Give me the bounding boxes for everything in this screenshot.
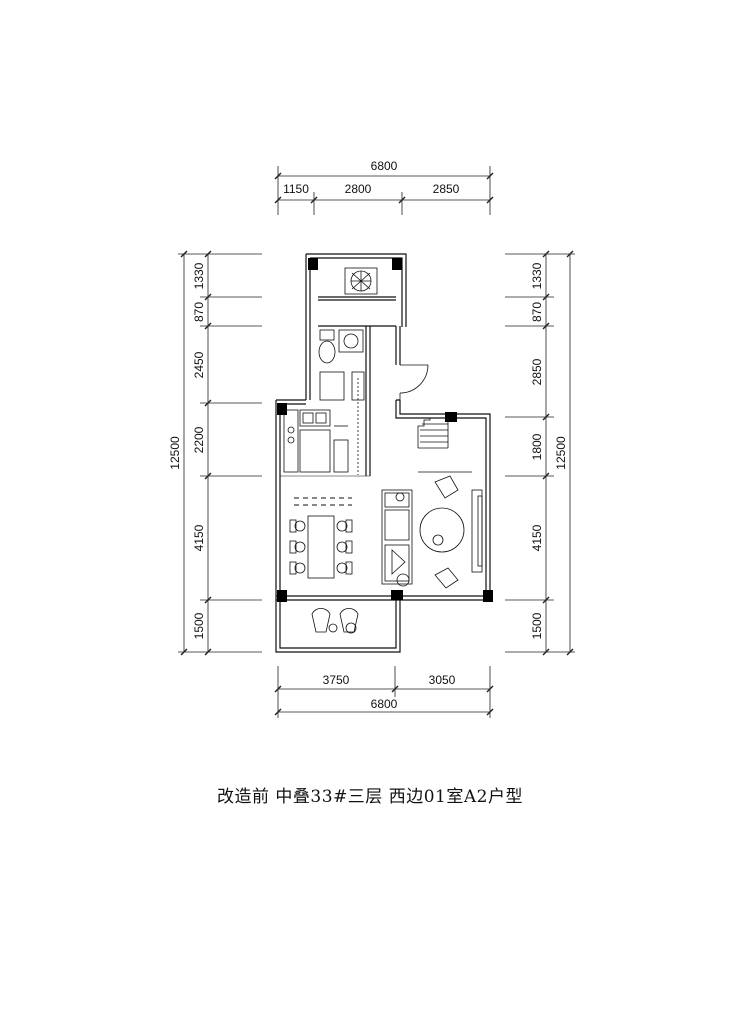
- dim-left-2: 870: [192, 302, 206, 322]
- dim-top-2: 2800: [345, 182, 372, 196]
- dim-right-4: 1800: [530, 433, 544, 460]
- bathroom-fixtures: [318, 329, 365, 475]
- dim-right-2: 870: [530, 302, 544, 322]
- dim-bottom-total: 6800: [371, 697, 398, 711]
- dim-bottom-1: 3750: [323, 673, 350, 687]
- dim-left-6: 1500: [192, 612, 206, 639]
- dim-right-6: 1500: [530, 612, 544, 639]
- living-room-furniture: [381, 471, 483, 589]
- dim-top-3: 2850: [433, 182, 460, 196]
- dim-bottom-2: 3050: [429, 673, 456, 687]
- entry-door-icon: [399, 364, 429, 400]
- dim-right-5: 4150: [530, 524, 544, 551]
- dim-left-4: 2200: [192, 426, 206, 453]
- dim-right-1: 1330: [530, 262, 544, 289]
- dim-right-3: 2850: [530, 358, 544, 385]
- dining-table: [289, 515, 353, 579]
- dim-left-total: 12500: [168, 436, 182, 470]
- left-dimension-lines: [178, 250, 262, 656]
- dim-left-3: 2450: [192, 351, 206, 378]
- top-dimension-lines: [274, 166, 494, 215]
- air-conditioner-icon: [344, 267, 378, 295]
- dim-left-1: 1330: [192, 262, 206, 289]
- dim-top-total: 6800: [371, 159, 398, 173]
- dim-right-total: 12500: [554, 436, 568, 470]
- right-dimension-lines: [505, 250, 575, 656]
- plan-caption: 改造前 中叠33#三层 西边01室A2户型: [217, 787, 523, 807]
- balcony-furniture: [311, 608, 359, 634]
- dim-top-1: 1150: [283, 182, 309, 196]
- bottom-dimension-lines: [274, 666, 494, 718]
- beam-line: [294, 497, 352, 506]
- staircase: [417, 418, 449, 449]
- kitchen-counter: [283, 409, 349, 473]
- walls: [275, 253, 491, 653]
- dim-left-5: 4150: [192, 524, 206, 551]
- columns: [277, 258, 493, 602]
